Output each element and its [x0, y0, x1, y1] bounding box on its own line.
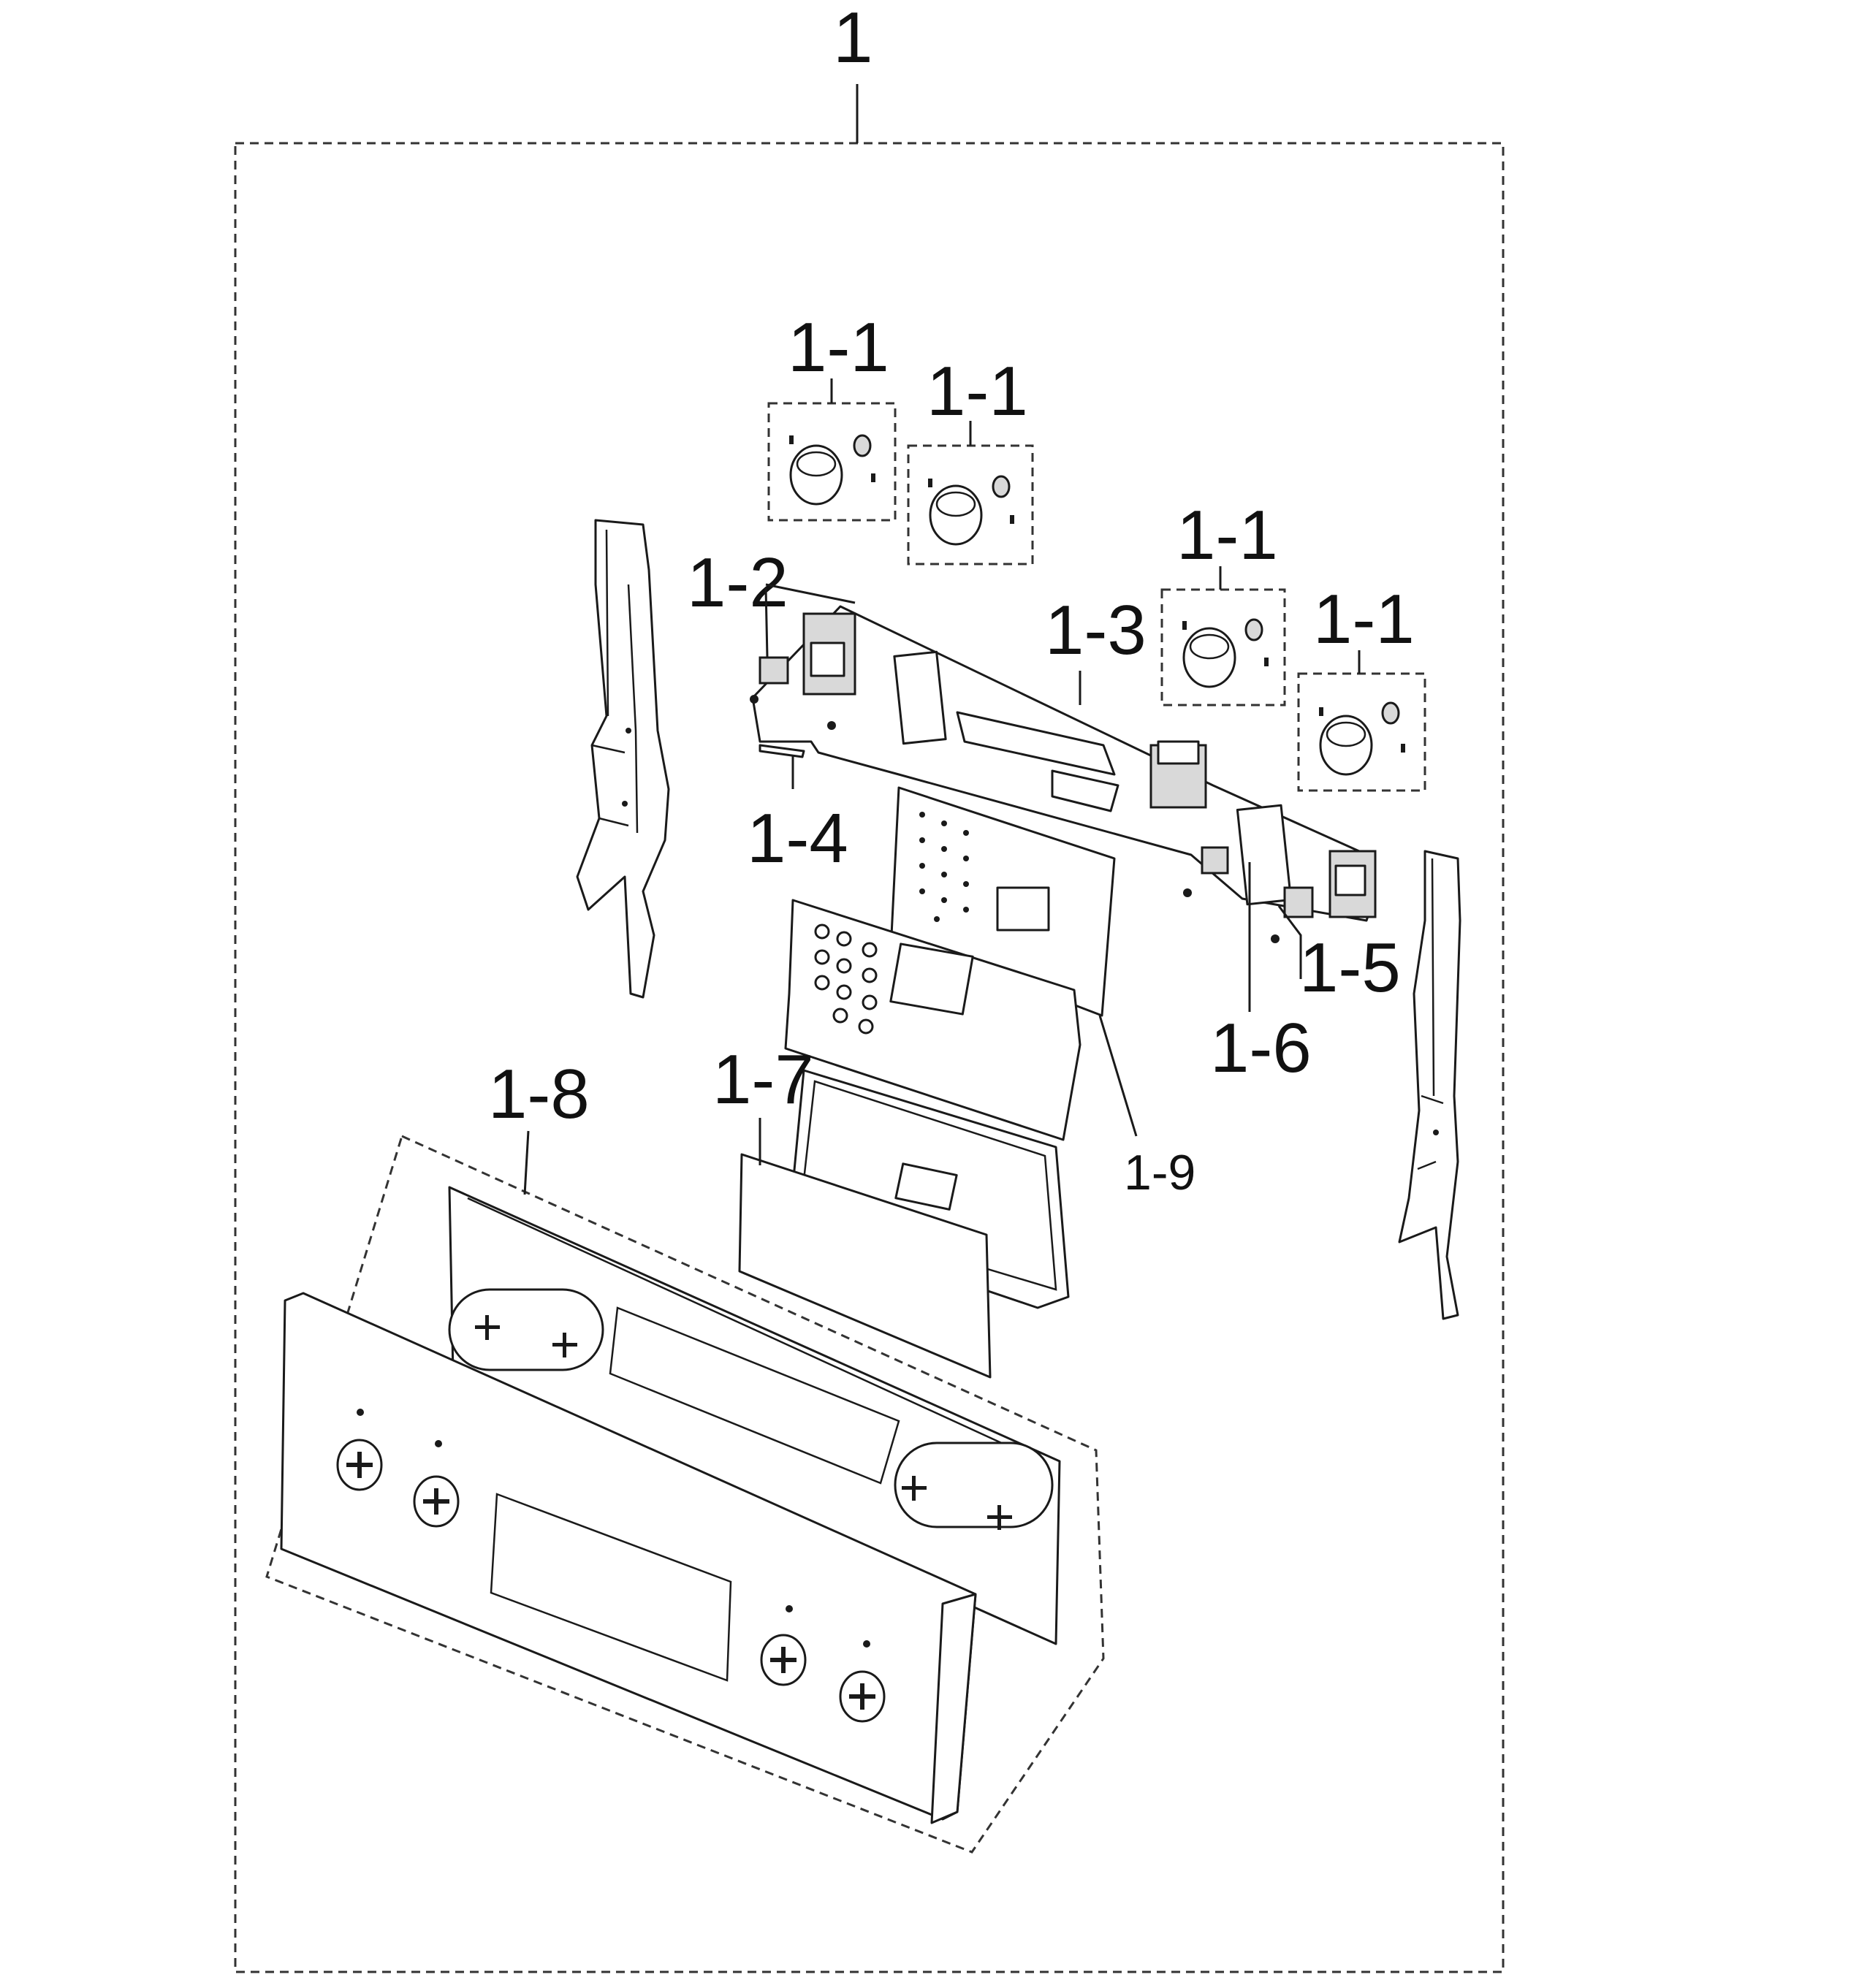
pcb-board-1-9	[890, 786, 1116, 1017]
callout-1-2: 1-2	[687, 544, 788, 622]
callout-1-5: 1-5	[1299, 929, 1401, 1007]
knob-group-4	[1297, 650, 1426, 792]
display-frame	[784, 899, 1081, 1141]
callout-1-3: 1-3	[1045, 591, 1147, 669]
callout-1-9: 1-9	[1124, 1145, 1195, 1200]
panel-knob-holes	[336, 1439, 886, 1723]
callout-1-7: 1-7	[712, 1040, 814, 1119]
callout-1-1-a: 1-1	[788, 308, 889, 386]
assembly-boundary	[234, 84, 1505, 1973]
control-bracket-1-3	[750, 605, 1377, 943]
knob-group-1	[767, 378, 897, 522]
strip-1-4	[759, 744, 805, 789]
callout-1: 1	[833, 0, 873, 77]
knob-group-2	[907, 421, 1034, 565]
callout-1-1-c: 1-1	[1176, 496, 1278, 574]
right-side-bracket	[1398, 850, 1461, 1320]
front-control-panel	[280, 1292, 977, 1824]
panel-rear-frame	[448, 1186, 1061, 1645]
callout-1-1-d: 1-1	[1313, 580, 1415, 658]
callout-1-4: 1-4	[747, 799, 848, 877]
callout-1-1-b: 1-1	[927, 352, 1028, 430]
callout-1-8: 1-8	[488, 1055, 590, 1133]
left-side-bracket	[576, 519, 670, 999]
overlay-film-1-7	[738, 1153, 992, 1379]
callout-1-6: 1-6	[1210, 1009, 1312, 1087]
knob-group-3	[1160, 566, 1286, 707]
